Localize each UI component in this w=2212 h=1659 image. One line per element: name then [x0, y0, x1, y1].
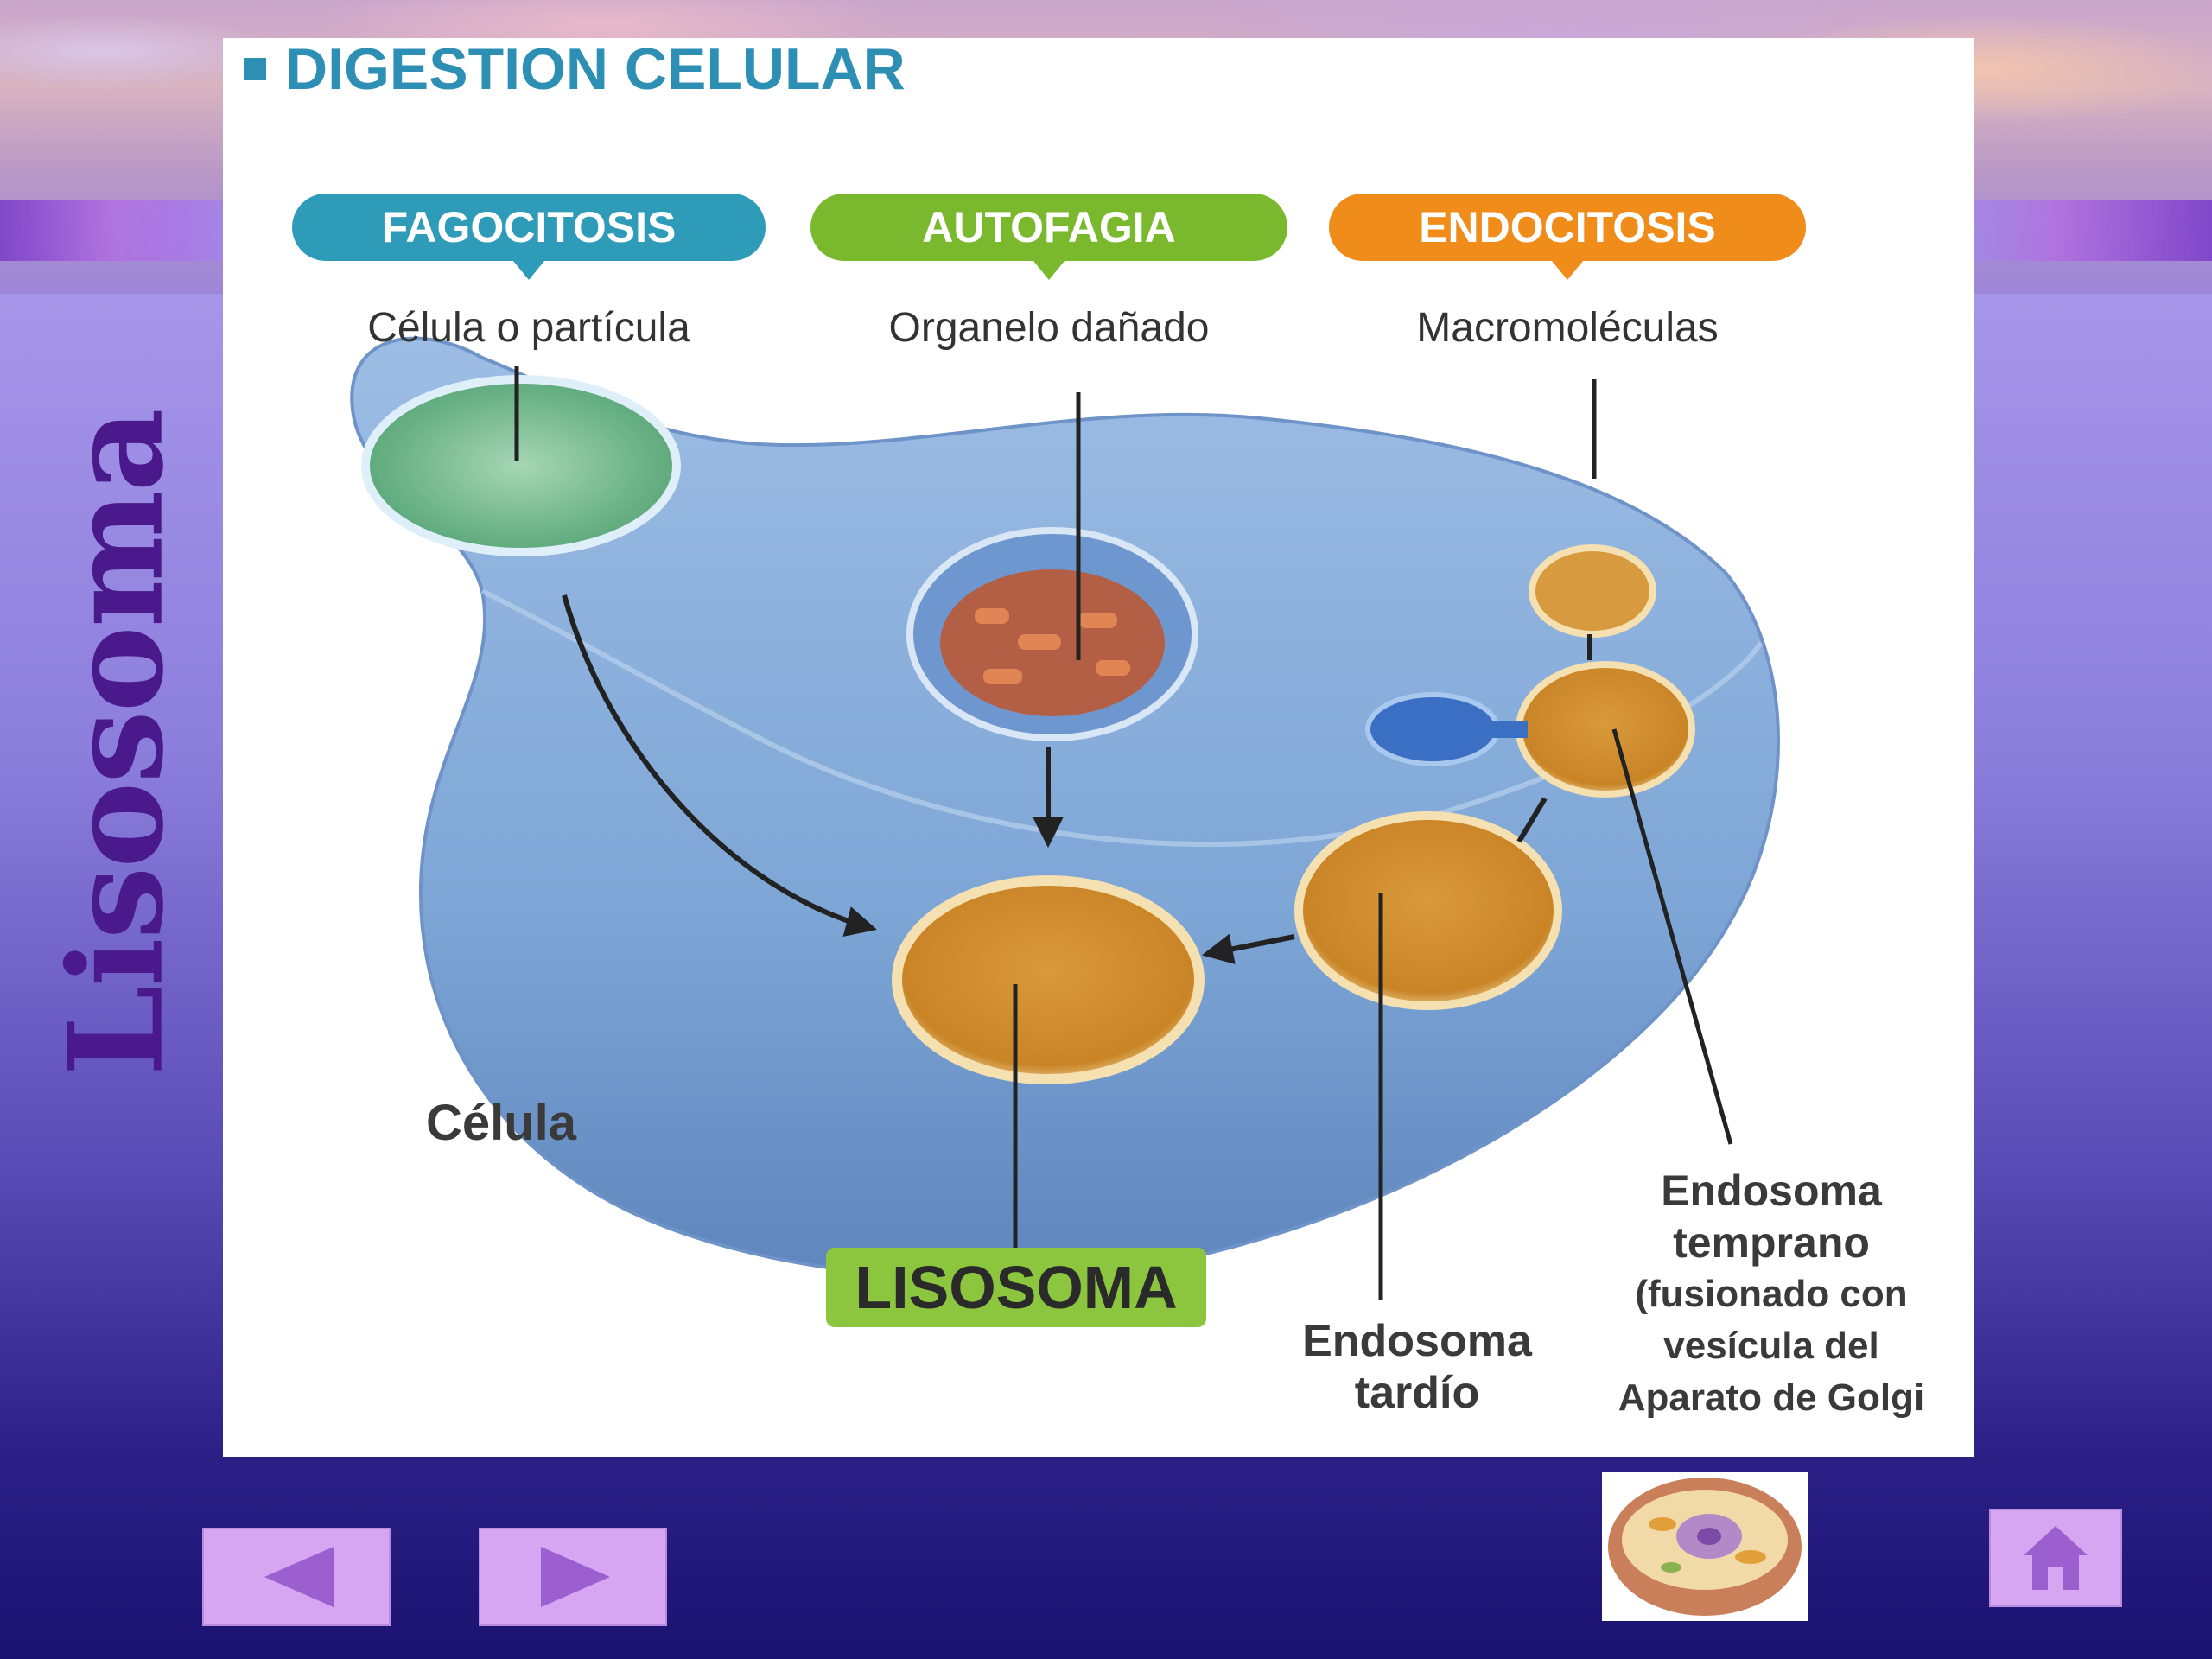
pill-endocitosis-label: ENDOCITOSIS — [1419, 203, 1716, 251]
pill-autofagia-label: AUTOFAGIA — [922, 203, 1176, 251]
endocytic-vesicle — [1529, 544, 1656, 638]
side-title-text: Lisosoma — [41, 410, 194, 1077]
pill-tail-icon — [513, 261, 544, 280]
triangle-left-icon — [264, 1547, 334, 1607]
arrow-late-to-lysosome — [1201, 933, 1295, 965]
label-early-endosome-line5: Aparato de Golgi — [1618, 1376, 1925, 1419]
pill-fagocitosis-label: FAGOCITOSIS — [381, 203, 677, 251]
home-icon — [2024, 1526, 2088, 1590]
pill-tail-icon — [1552, 261, 1583, 280]
label-lisosoma-text: LISOSOMA — [855, 1254, 1178, 1321]
cell-body — [350, 336, 1780, 1281]
home-button[interactable] — [1989, 1509, 2122, 1607]
pill-tail-icon — [1033, 261, 1065, 280]
cell-thumbnail-icon — [1608, 1478, 1802, 1616]
next-slide-button[interactable] — [479, 1528, 667, 1626]
caption-endocitosis: Macromoléculas — [1416, 305, 1719, 351]
label-early-endosome-line2: temprano — [1673, 1218, 1870, 1267]
arrow-phagocytosis — [562, 594, 877, 937]
label-early-endosome-line3: (fusionado con — [1635, 1273, 1908, 1315]
caption-fagocitosis: Célula o partícula — [367, 305, 690, 351]
golgi-vesicle — [1365, 692, 1500, 766]
label-late-endosome: Endosoma tardío — [1270, 1315, 1564, 1419]
early-endosome — [1516, 661, 1695, 798]
square-bullet-icon — [244, 58, 266, 80]
side-title: Lisosoma — [41, 410, 193, 1076]
arrow-early-to-late — [1516, 797, 1548, 843]
label-celula: Célula — [425, 1095, 577, 1151]
slide-heading: DIGESTION CELULAR — [244, 35, 906, 104]
pill-autofagia: AUTOFAGIA — [810, 194, 1287, 280]
label-early-endosome: Endosoma temprano (fusionado con vesícul… — [1590, 1165, 1953, 1424]
pill-fagocitosis: FAGOCITOSIS — [292, 194, 766, 280]
cell-diagram — [350, 336, 1780, 1300]
cell-thumbnail[interactable] — [1602, 1472, 1808, 1621]
pill-endocitosis: ENDOCITOSIS — [1329, 194, 1806, 280]
label-late-endosome-line2: tardío — [1354, 1368, 1480, 1418]
phagocytosed-particle — [361, 375, 681, 556]
slide-heading-text: DIGESTION CELULAR — [285, 36, 906, 102]
late-endosome — [1294, 811, 1562, 1010]
prev-slide-button[interactable] — [202, 1528, 391, 1626]
lysosome — [892, 875, 1205, 1084]
triangle-right-icon — [541, 1547, 610, 1607]
caption-autofagia: Organelo dañado — [888, 305, 1210, 351]
label-late-endosome-line1: Endosoma — [1302, 1316, 1532, 1366]
label-early-endosome-line1: Endosoma — [1661, 1166, 1882, 1215]
label-early-endosome-line4: vesícula del — [1663, 1325, 1879, 1367]
label-lisosoma: LISOSOMA — [826, 1248, 1206, 1327]
